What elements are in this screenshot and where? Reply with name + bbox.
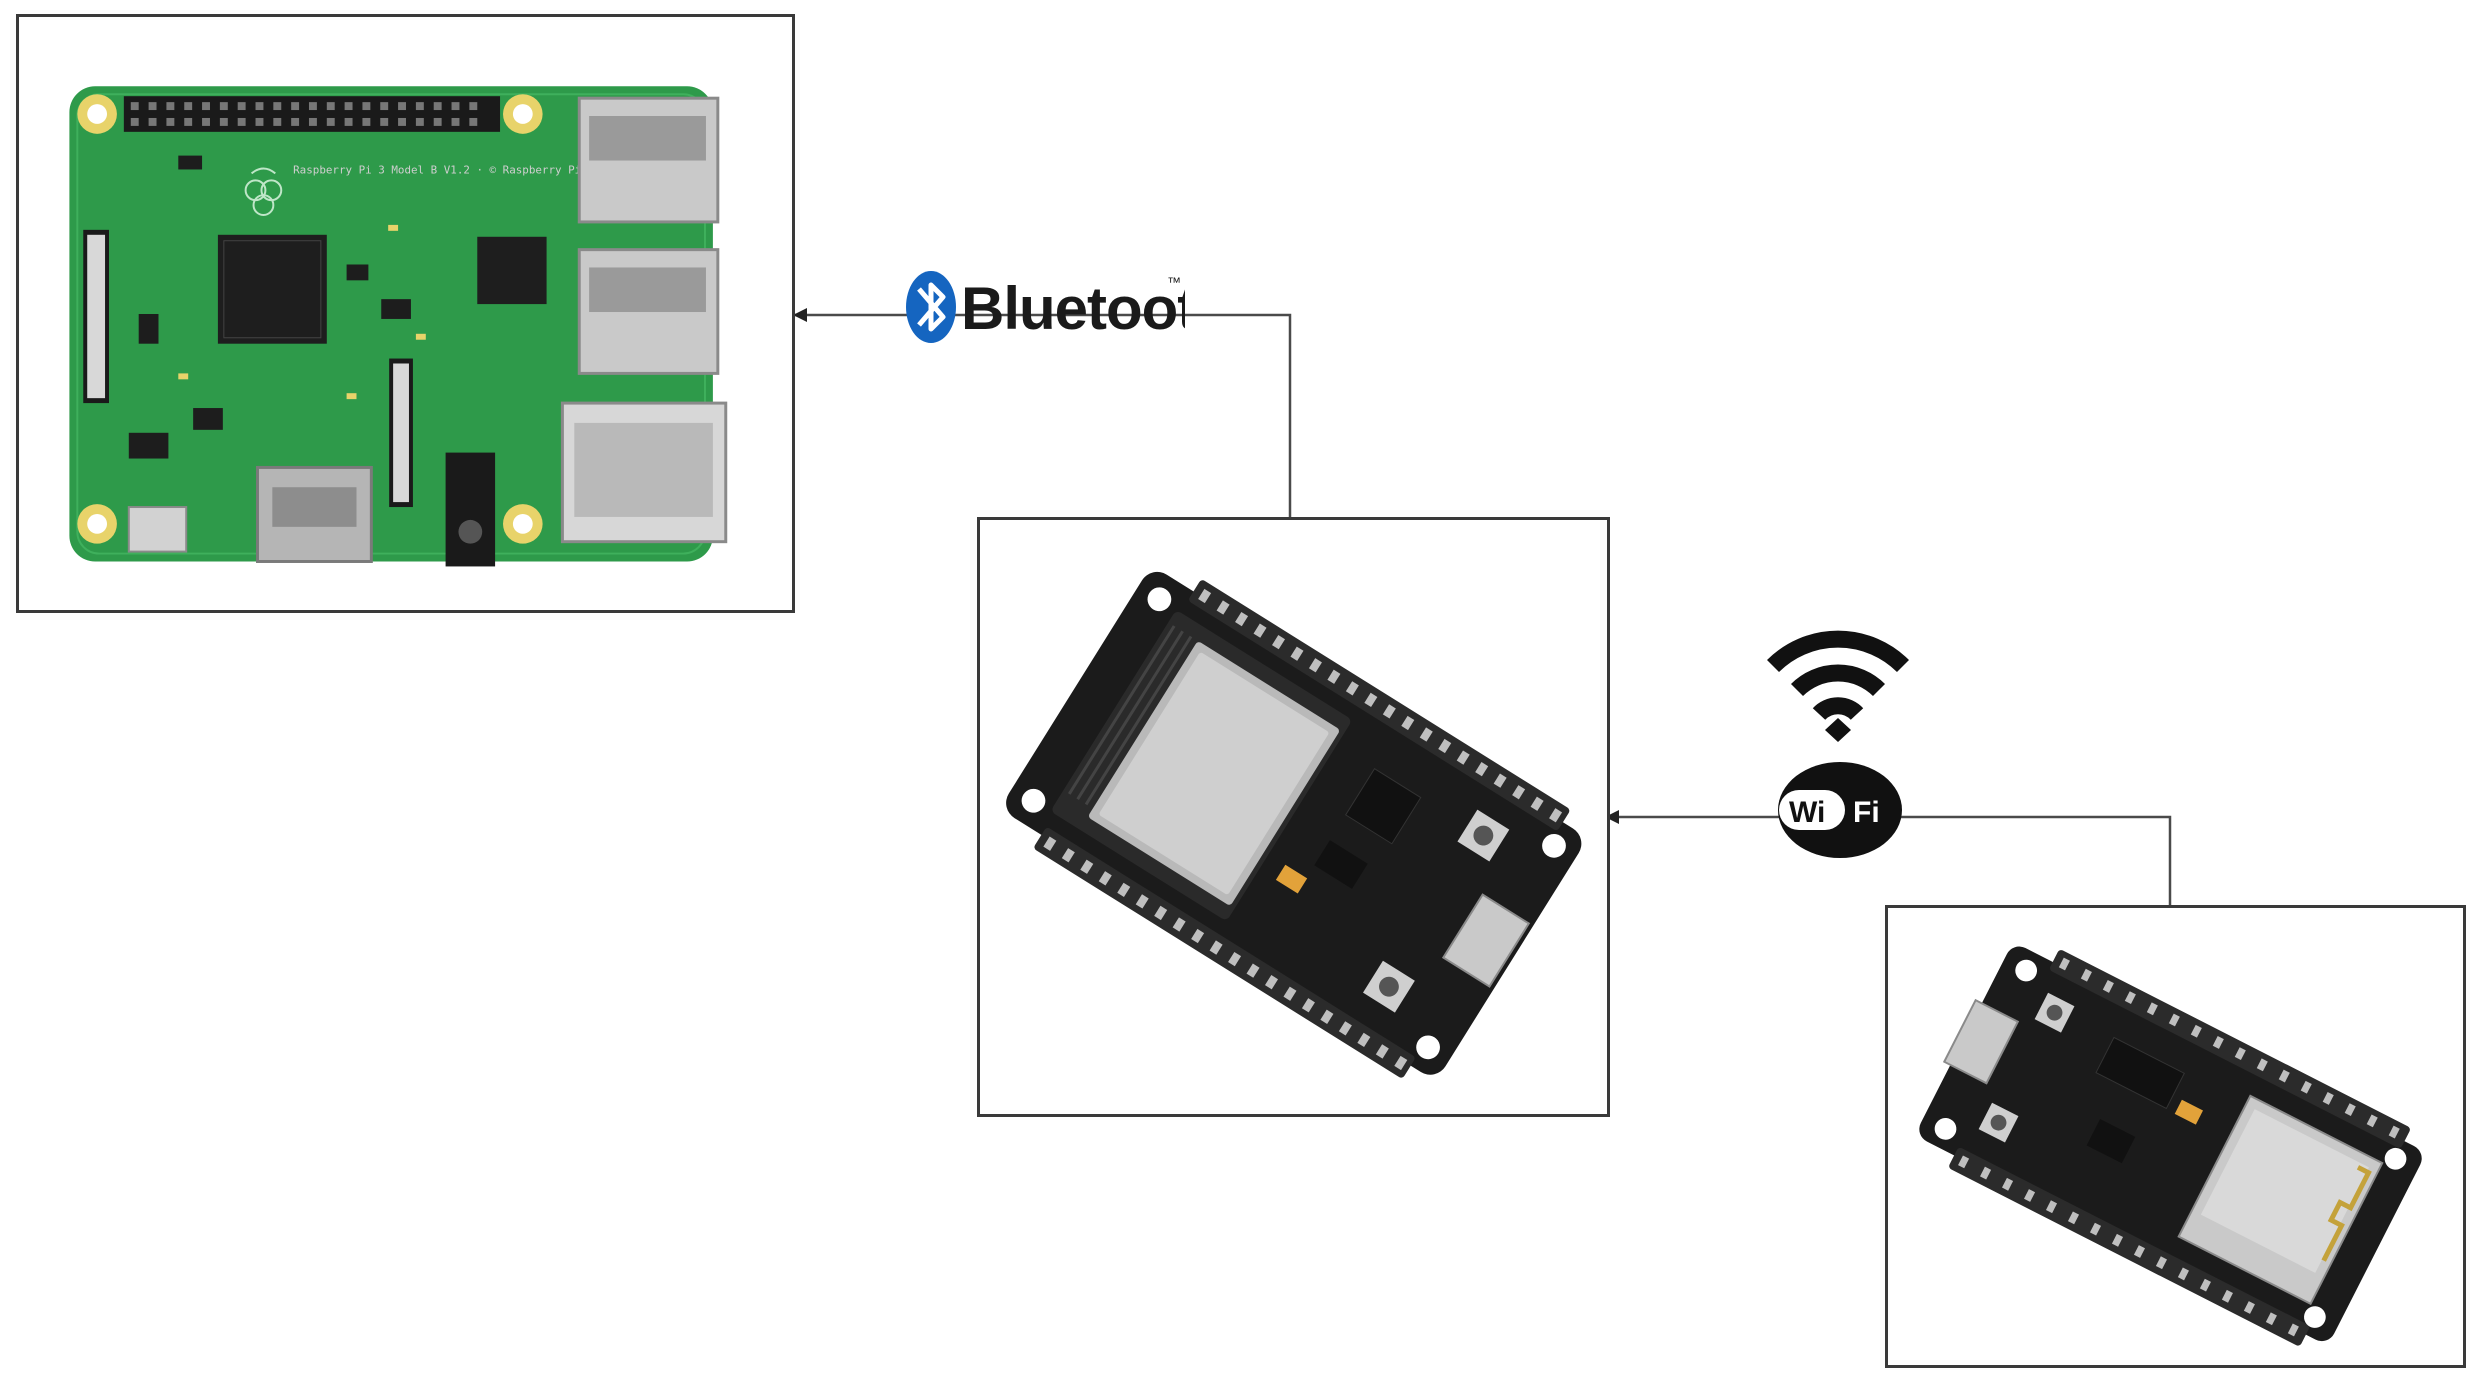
esp32-node — [977, 517, 1610, 1117]
bluetooth-trademark: ™ — [1167, 274, 1181, 290]
nodemcu-board-image — [1919, 946, 2422, 1346]
nodemcu-node — [1885, 905, 2466, 1368]
wifi-signal-icon — [1767, 630, 1909, 742]
raspberry-pi-node: Raspberry Pi 3 Model B V1.2 · © Raspberr… — [16, 14, 795, 613]
bluetooth-icon — [906, 271, 956, 343]
board-silkscreen: Raspberry Pi 3 Model B V1.2 · © Raspberr… — [293, 163, 614, 176]
raspberry-pi-image: Raspberry Pi 3 Model B V1.2 · © Raspberr… — [69, 86, 728, 567]
wifi-left-text: Wi — [1789, 796, 1825, 829]
esp32-board-image — [1006, 571, 1582, 1078]
raspberry-logo-icon — [244, 167, 283, 216]
wifi-logo: Wi Fi — [1778, 762, 1902, 858]
bluetooth-text: Bluetooth — [961, 275, 1185, 342]
wifi-right-text: Fi — [1853, 796, 1880, 829]
bluetooth-link-line — [793, 308, 1292, 517]
bluetooth-label: Bluetooth ™ — [906, 271, 1185, 343]
